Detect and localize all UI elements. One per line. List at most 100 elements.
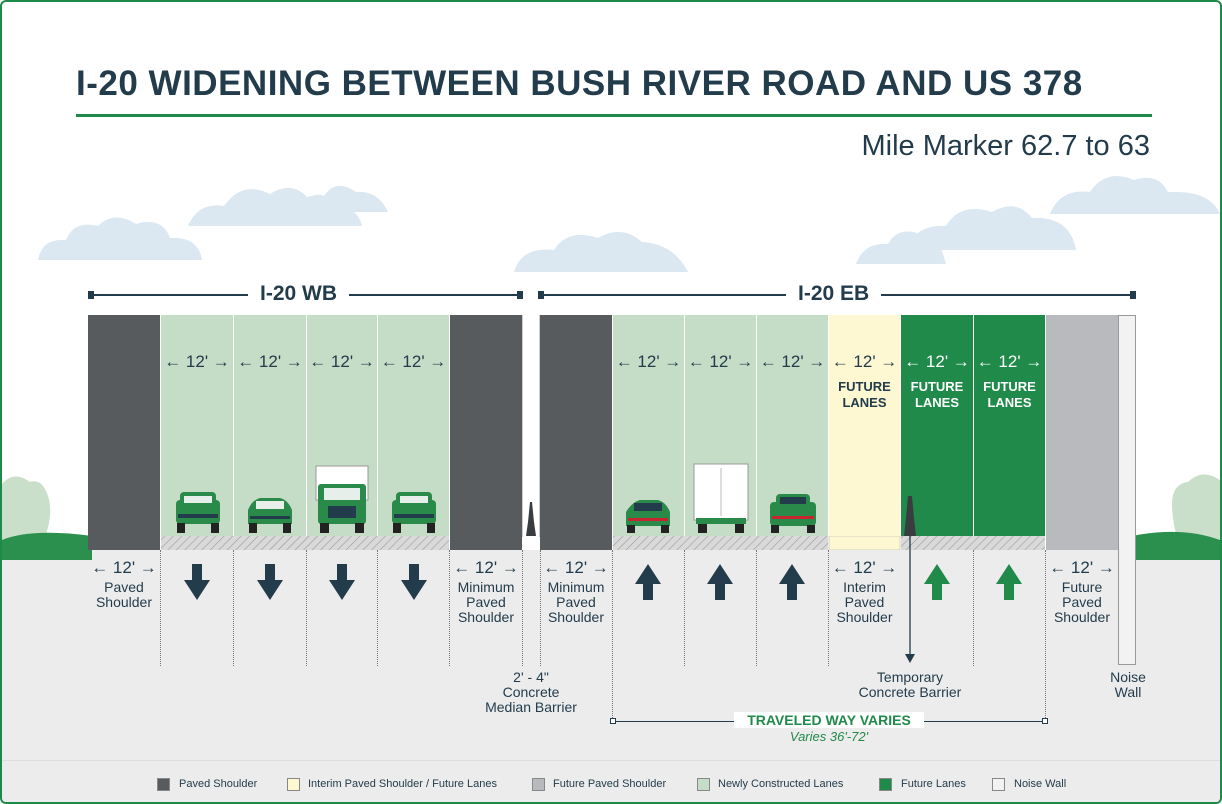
eb-lane-3-width: ← 12' →: [759, 352, 826, 371]
arrow-up-icon: [707, 564, 733, 600]
legend-swatch-noise-wall: [992, 778, 1005, 791]
arrow-up-icon: [779, 564, 805, 600]
guide-line: [828, 550, 829, 666]
wb-inner-shoulder: [450, 315, 522, 537]
wb-lane-2-width: ← 12' →: [237, 352, 303, 371]
guide-line: [973, 550, 974, 666]
legend-label-interim: Interim Paved Shoulder / Future Lanes: [308, 778, 497, 790]
eb-inner-shoulder: [540, 315, 612, 537]
page-subtitle: Mile Marker 62.7 to 63: [861, 130, 1150, 162]
traveled-way-end-left: [610, 718, 616, 724]
pavement-strip: [88, 536, 1118, 550]
legend-divider: [2, 760, 1220, 761]
guide-line: [233, 550, 234, 666]
semi-truck-icon: [693, 463, 749, 533]
traveled-way-sub: Varies 36'-72': [789, 729, 869, 744]
lane-direction-arrows: [184, 564, 1022, 600]
median-barrier-icon: [526, 502, 536, 536]
legend-label-new-lanes: Newly Constructed Lanes: [718, 778, 844, 790]
legend-label-paved-shoulder: Paved Shoulder: [179, 778, 258, 790]
eb-future-lane-2: [974, 315, 1045, 537]
arrow-down-icon: [184, 564, 210, 600]
traveled-way-end-right: [1042, 718, 1048, 724]
guide-line: [540, 550, 541, 666]
interim-shoulder-width: ← 12' →: [831, 558, 898, 577]
pickup-truck-icon: [176, 492, 220, 533]
legend-label-future-lanes: Future Lanes: [901, 778, 966, 790]
eb-line-end-right: [1130, 291, 1136, 299]
legend-swatch-new-lanes: [697, 778, 710, 791]
eb-future-shoulder: [1046, 315, 1118, 537]
legend-swatch-future-lanes: [879, 778, 892, 791]
arrow-down-icon: [257, 564, 283, 600]
eb-future-2-width: ← 12' →: [976, 352, 1043, 371]
traveled-way-label: TRAVELED WAY VARIES: [734, 712, 924, 728]
eb-direction-label: I-20 EB: [786, 282, 882, 306]
title-rule: [76, 114, 1152, 117]
wb-lane-3-width: ← 12' →: [309, 352, 375, 371]
box-truck-icon: [315, 465, 369, 533]
arrow-down-icon: [329, 564, 355, 600]
clouds: [38, 176, 1220, 272]
bushes-left: [2, 476, 92, 560]
vehicles: [176, 463, 916, 536]
wb-line-end-right: [517, 291, 523, 299]
guide-line: [612, 550, 613, 720]
eb-lane-2-width: ← 12' →: [687, 352, 754, 371]
eb-future-1-width: ← 12' →: [904, 352, 970, 371]
eb-inner-shoulder-width: ← 12' →: [543, 558, 609, 577]
guide-line: [756, 550, 757, 666]
bushes-right: [1132, 474, 1220, 560]
temporary-barrier-pointer: [905, 536, 915, 663]
guide-line: [684, 550, 685, 666]
eb-interim-shoulder: [829, 315, 900, 537]
legend-label-future-shoulder: Future Paved Shoulder: [553, 778, 667, 790]
wb-lane-1-width: ← 12' →: [164, 352, 230, 371]
eb-future-lane-1: [901, 315, 973, 537]
wb-inner-shoulder-width: ← 12' →: [453, 558, 519, 577]
guide-line: [449, 550, 450, 666]
noise-wall: [1118, 315, 1136, 665]
eb-lane-1-width: ← 12' →: [615, 352, 682, 371]
arrow-up-icon: [924, 564, 950, 600]
legend-label-noise-wall: Noise Wall: [1014, 778, 1067, 790]
wb-line-end-left: [88, 291, 94, 299]
future-shoulder-width: ← 12' →: [1049, 558, 1115, 577]
pickup-truck-icon: [392, 492, 436, 533]
guide-line: [160, 550, 161, 666]
legend-swatch-interim: [287, 778, 300, 791]
guide-line: [377, 550, 378, 666]
pickup-truck-icon: [770, 494, 816, 533]
temporary-barrier-icon: [904, 496, 916, 536]
car-icon: [626, 500, 670, 533]
guide-line: [306, 550, 307, 666]
car-icon: [248, 498, 292, 533]
median-gap: [522, 315, 540, 537]
wb-outer-shoulder-width: ← 12' →: [91, 558, 157, 577]
legend-swatch-future-shoulder: [532, 778, 545, 791]
page-title: I-20 WIDENING BETWEEN BUSH RIVER ROAD AN…: [76, 64, 1083, 103]
wb-outer-shoulder: [88, 315, 160, 537]
arrow-down-icon: [401, 564, 427, 600]
eb-line-end-left: [538, 291, 544, 299]
arrow-up-icon: [635, 564, 661, 600]
arrow-up-icon: [996, 564, 1022, 600]
guide-line: [1045, 550, 1046, 720]
wb-direction-label: I-20 WB: [248, 282, 350, 306]
legend-swatch-paved-shoulder: [157, 778, 170, 791]
eb-interim-width: ← 12' →: [831, 352, 898, 371]
guide-line: [522, 550, 523, 666]
wb-lane-4-width: ← 12' →: [380, 352, 447, 371]
